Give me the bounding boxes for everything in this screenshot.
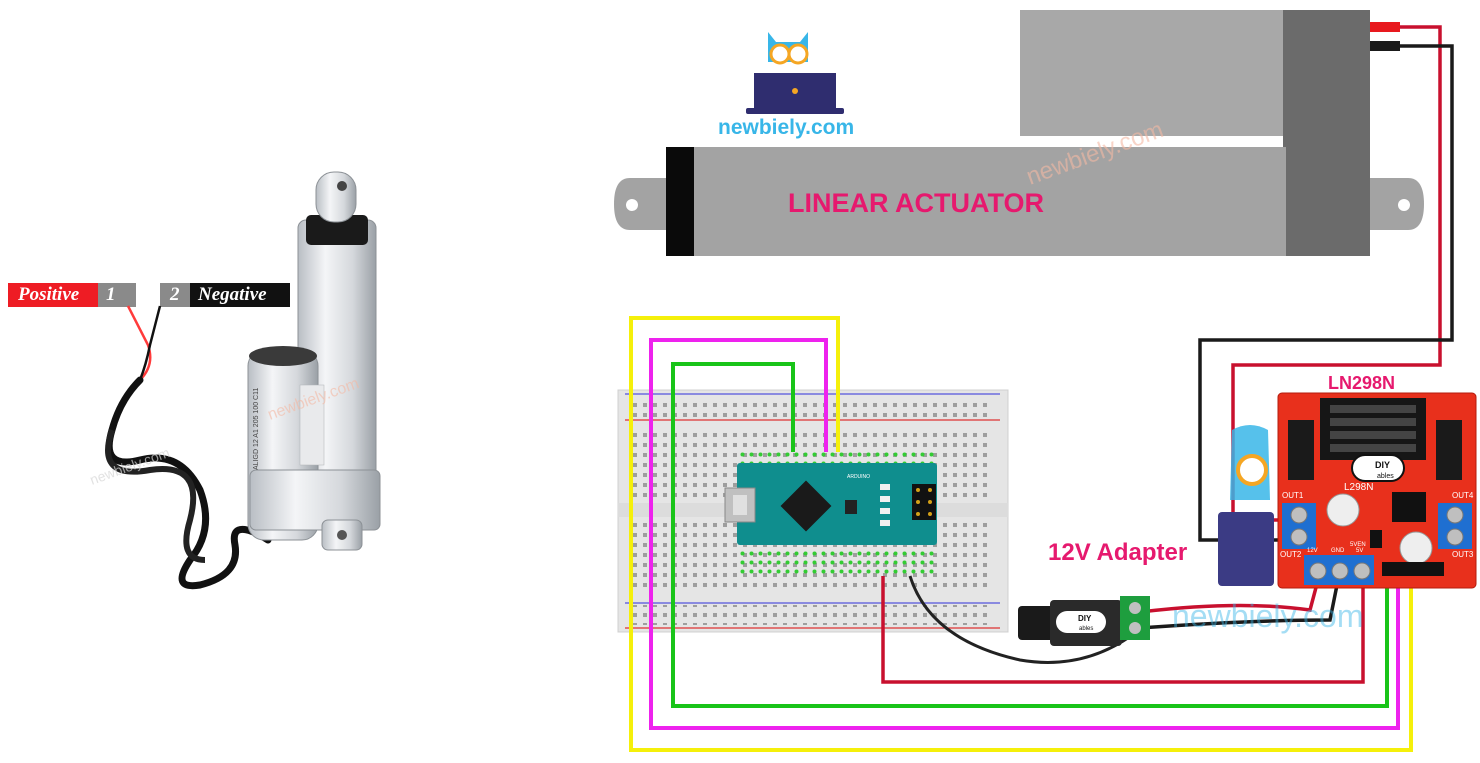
arduino-label: ARDUINO [847,474,870,480]
front-mount-hole [626,199,638,211]
pin-gnd-label: GND [1331,548,1345,554]
actuator-motor-block [1283,10,1370,256]
adapter-jack [1018,606,1058,640]
owl-right-eye [787,43,809,65]
driver-brand: DIY [1375,460,1390,470]
actuator-title: LINEAR ACTUATOR [788,188,1044,218]
capacitor-1 [1326,493,1360,527]
driver-right-block [1436,420,1462,480]
watermark-bottom: newbiely.com [1172,598,1363,634]
negative-label-text: Negative [198,284,267,305]
wire-actuator-black [1198,44,1454,542]
actuator-rod [315,171,357,223]
pin-5ven-label: 5VEN [1350,542,1366,548]
wire-adapter-gnd [1139,579,1340,630]
negative-num-text: 2 [170,284,180,305]
arduino-nano: ARDUINO [724,463,937,545]
wire-black-gnd [908,575,1146,664]
arduino-pin-row-top [737,450,937,463]
driver-left-block [1288,420,1314,480]
wire-green [671,362,1389,708]
adapter-title: 12V Adapter [1048,539,1187,566]
driver-brand-sub: ables [1377,473,1394,480]
negative-label: Negative [190,283,290,307]
adapter-cable-cover [1218,512,1274,586]
rail-holes-top [630,397,990,417]
laptop-dot [792,88,798,94]
rear-mount-hole [337,530,347,540]
arduino-usb-port [724,487,756,523]
usb-inner [733,495,747,515]
voltage-regulator [1392,492,1426,522]
actuator-inner-tube [1020,10,1285,136]
wire-adapter-12v [1139,579,1320,614]
watermark-photo-faint: newbiely.com [88,444,172,488]
positive-label-text: Positive [18,284,80,305]
arduino-board [737,463,937,545]
driver-title: LN298N [1328,373,1395,393]
label-out3: OUT3 [1452,550,1474,559]
label-out4: OUT4 [1452,491,1474,500]
laptop-base [746,108,844,114]
adapter-brand: DIY [1078,614,1092,623]
rear-mount-hole [1398,199,1410,211]
actuator-seal [306,215,368,245]
coiled-cable-loop [105,429,206,563]
reset-button [845,500,857,514]
newbiely-logo: newbiely.com [718,32,854,139]
rod-mount-hole [337,181,347,191]
wire-yellow [629,316,1413,752]
adapter-brand-badge [1056,611,1106,633]
capacitor-2 [1399,531,1433,565]
actuator-gearbox [249,469,381,531]
jumper-5ven [1370,530,1382,548]
actuator-photo: ALIGD 12 A1 205 100 C11 [105,171,381,590]
positive-label: Positive [8,283,108,307]
front-mount-tab [614,178,666,230]
owl-left-eye [769,43,791,65]
driver-chip-label: L298N [1344,482,1373,493]
positive-num-badge: 1 [98,283,136,307]
dc-adapter: 12V Adapter DIY ables [1018,512,1274,646]
wire-red-vin [881,576,1365,684]
positive-lead-wire [126,305,152,381]
wire-magenta [649,338,1400,730]
control-header [1382,562,1444,576]
motor-label: ALIGD 12 A1 205 100 C11 [253,388,260,470]
site-name: newbiely.com [718,116,854,139]
driver-brand-badge [1351,454,1405,482]
rail-holes-bottom [630,605,990,625]
actuator-end-cap [666,147,694,256]
icsp-header [912,484,936,520]
arduino-pin-row-bottom [737,550,937,576]
motor-cap [249,346,317,366]
positive-num-text: 1 [106,284,116,305]
actuator-black-wire-stub [1370,41,1400,51]
pin-12v-label: 12V [1307,548,1318,554]
negative-lead-wire [138,305,162,381]
tube-label-sticker [299,384,325,466]
adapter-brand-sub: ables [1079,626,1093,632]
l298n-driver: LN298N DIY ables L298N 5VEN OUT1 [1230,373,1477,589]
linear-actuator: LINEAR ACTUATOR [614,10,1424,256]
arduino-mcu-chip [780,480,832,532]
rear-mount-tab [1370,178,1424,230]
pin-5v-label: 5V [1356,548,1363,554]
actuator-red-wire-stub [1370,22,1400,32]
label-out2: OUT2 [1280,550,1302,559]
owl-eye-decoration [1236,454,1268,486]
actuator-outer-cylinder [666,147,1286,256]
label-out1: OUT1 [1282,491,1304,500]
